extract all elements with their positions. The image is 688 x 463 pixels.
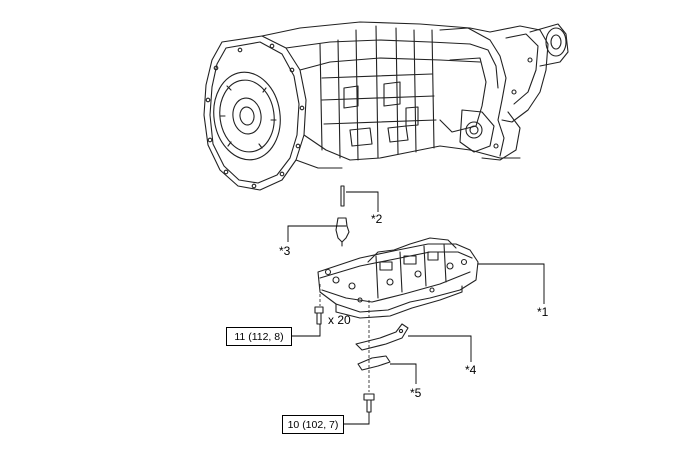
manual-valve-plate	[357, 355, 391, 371]
bolt-lower	[363, 393, 375, 413]
bolt-upper	[314, 306, 324, 325]
torque-spec-upper: 11 (112, 8)	[226, 327, 292, 346]
callout-plate-upper: *4	[465, 363, 477, 377]
transmission-assembly	[203, 21, 569, 191]
callout-valve-body: *1	[537, 305, 549, 319]
callout-plate-lower: *5	[410, 386, 422, 400]
valve-body-assembly	[317, 237, 479, 319]
bolt-quantity-label: x 20	[328, 313, 351, 327]
detent-spring	[335, 217, 350, 247]
torque-spec-lower: 10 (102, 7)	[282, 415, 344, 434]
callout-strainer-pin: *2	[371, 212, 383, 226]
leader-lines	[287, 191, 545, 425]
detent-plate	[355, 323, 409, 351]
installation-guide-lines	[319, 284, 370, 392]
callout-detent-spring: *3	[279, 244, 291, 258]
strainer-pin	[340, 185, 345, 207]
